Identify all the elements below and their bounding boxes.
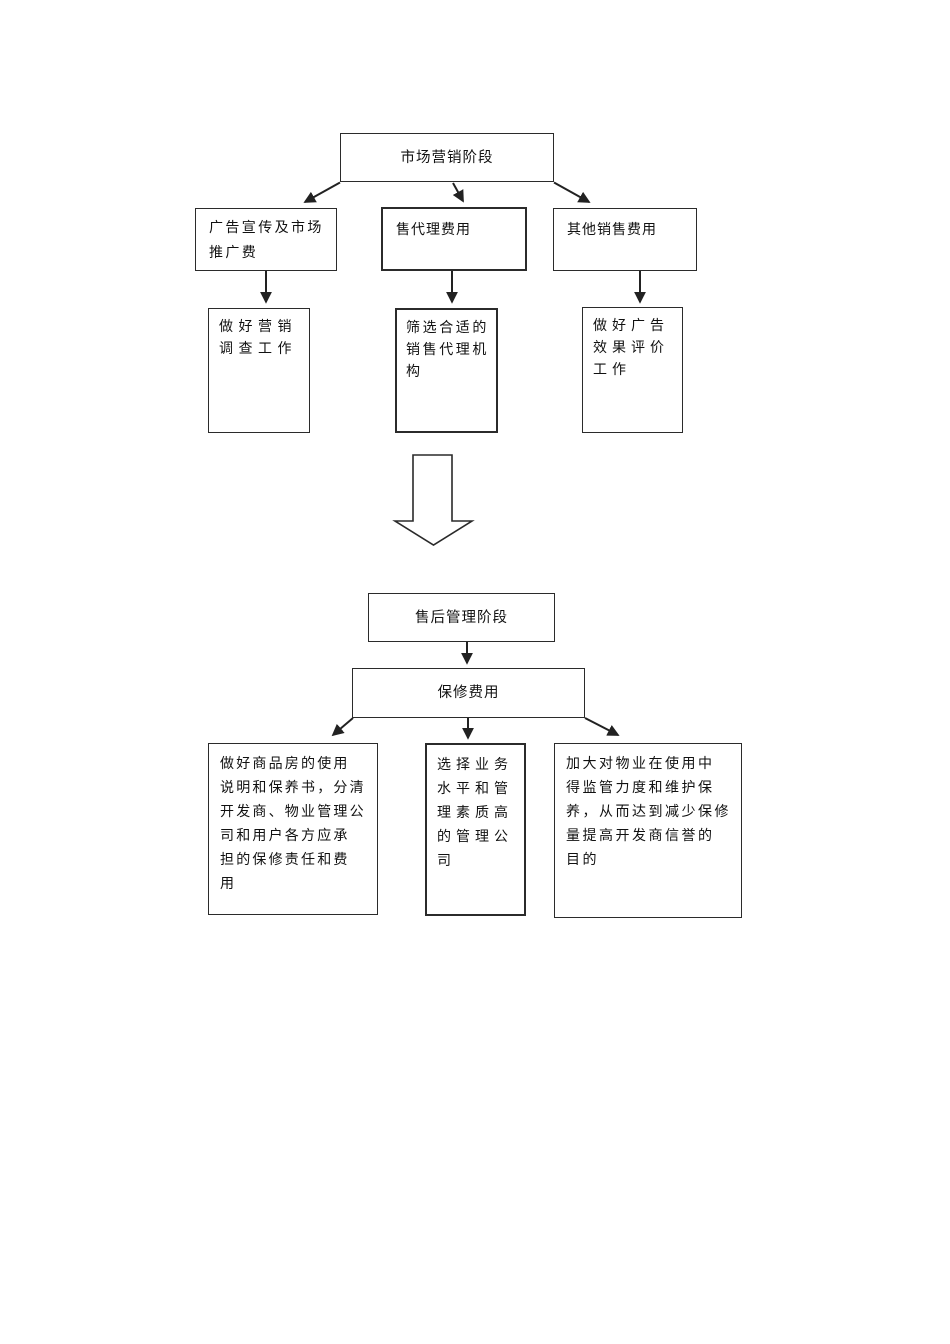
select-agency-box: 筛选合适的 销售代理机 构 [395,308,498,433]
arrow-root-to-ad-fee [303,181,341,203]
arrow-root-to-agency-fee [452,182,464,203]
big-down-arrow [392,454,475,546]
after-sales-stage-box: 售后管理阶段 [368,593,555,642]
ad-evaluation-box: 做好广告 效果评价 工作 [582,307,683,433]
arrow-warranty-to-supervision [584,717,620,736]
warranty-fee-box: 保修费用 [352,668,585,718]
other-sales-fee-box: 其他销售费用 [553,208,697,271]
marketing-stage-box: 市场营销阶段 [340,133,554,182]
arrow-warranty-to-manual [331,717,354,737]
property-supervision-box: 加大对物业在使用中 得监管力度和维护保 养，从而达到减少保修 量提高开发商信誉的… [554,743,742,918]
manual-warranty-duty-box: 做好商品房的使用 说明和保养书，分清 开发商、物业管理公 司和用户各方应承 担的… [208,743,378,915]
arrow-root-to-other-fee [553,181,591,203]
marketing-survey-box: 做好营销 调查工作 [208,308,310,433]
management-company-box: 选择业务 水平和管 理素质高 的管理公 司 [425,743,526,916]
ad-promotion-fee-box: 广告宣传及市场 推广费 [195,208,337,271]
sales-agency-fee-box: 售代理费用 [381,207,527,271]
